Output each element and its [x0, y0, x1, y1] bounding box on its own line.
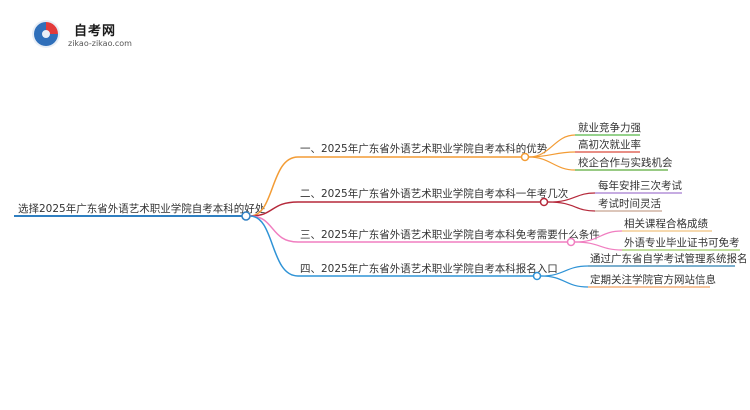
branch-2-connector [249, 201, 299, 217]
branch-2-child-1-label: 每年安排三次考试 [598, 179, 682, 192]
branch-3: 三、2025年广东省外语艺术职业学院自考本科免考需要什么条件 相关课程合格成绩 … [249, 215, 740, 251]
branch-3-child-1-label: 相关课程合格成绩 [624, 217, 708, 230]
branch-1-connector [249, 156, 299, 217]
branch-4-child-2-connector [540, 275, 589, 288]
branch-4-label: 四、2025年广东省外语艺术职业学院自考本科报名入口 [300, 262, 558, 275]
branch-4-child-2-label: 定期关注学院官方网站信息 [590, 273, 716, 286]
root-dot [241, 211, 251, 221]
branch-2-dot [539, 197, 549, 207]
branch-3-child-2-connector [574, 241, 623, 251]
logo-site-url: zikao-zikao.com [68, 39, 132, 48]
root-label: 选择2025年广东省外语艺术职业学院自考本科的好处 [18, 202, 266, 215]
branch-1-child-3-connector [528, 156, 576, 171]
site-logo[interactable]: 自考网 zikao-zikao.com [30, 18, 150, 54]
branch-1-label: 一、2025年广东省外语艺术职业学院自考本科的优势 [300, 142, 548, 155]
branch-1: 一、2025年广东省外语艺术职业学院自考本科的优势 就业竞争力强 高初次就业率 … [249, 121, 673, 217]
branch-4-dot [532, 271, 542, 281]
branch-2-label: 二、2025年广东省外语艺术职业学院自考本科一年考几次 [300, 187, 569, 200]
logo-mark-icon [32, 20, 60, 48]
branch-3-dot [566, 237, 576, 247]
branch-3-label: 三、2025年广东省外语艺术职业学院自考本科免考需要什么条件 [300, 228, 600, 241]
branch-1-child-3-label: 校企合作与实践机会 [578, 156, 673, 169]
branch-3-connector [249, 215, 299, 243]
branch-1-child-1-label: 就业竞争力强 [578, 121, 641, 134]
branch-1-child-2-label: 高初次就业率 [578, 138, 641, 151]
branch-2-child-2-connector [547, 201, 596, 212]
branch-1-dot [520, 152, 530, 162]
root-node: 选择2025年广东省外语艺术职业学院自考本科的好处 [14, 202, 266, 221]
logo-name: 自考网 [74, 24, 117, 39]
branch-4: 四、2025年广东省外语艺术职业学院自考本科报名入口 通过广东省自学考试管理系统… [249, 215, 748, 288]
branch-2: 二、2025年广东省外语艺术职业学院自考本科一年考几次 每年安排三次考试 考试时… [249, 179, 682, 217]
branch-3-child-2-label: 外语专业毕业证书可免考 [624, 236, 740, 249]
branch-4-child-1-label: 通过广东省自学考试管理系统报名 [590, 252, 748, 265]
branch-2-child-2-label: 考试时间灵活 [598, 197, 661, 210]
branch-4-connector [249, 215, 299, 277]
